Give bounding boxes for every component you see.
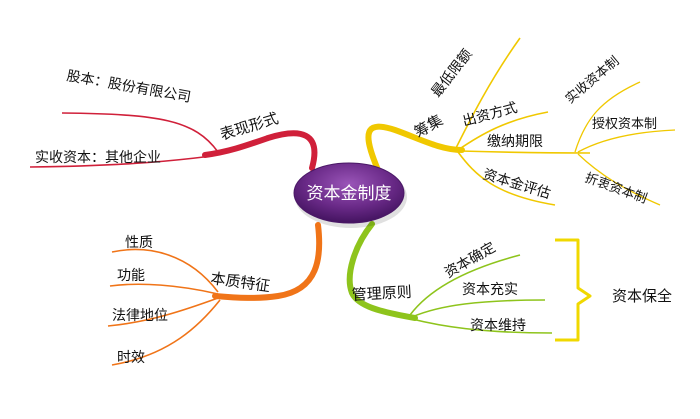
form-item-paid-in: 实收资本：其他企业 — [35, 149, 161, 166]
principle-summary-brace — [555, 238, 592, 342]
branch-form-link-1 — [61, 112, 219, 153]
principle-item-determine: 资本确定 — [442, 240, 498, 282]
form-item-shares: 股本：股份有限公司 — [65, 68, 192, 106]
principle-item-maintain: 资本维持 — [470, 318, 526, 334]
branch-nature-trunk — [212, 222, 323, 301]
nature-item-legal-status: 法律地位 — [112, 308, 168, 324]
nature-link-1 — [111, 248, 219, 293]
branch-form-link-2 — [29, 155, 213, 168]
principle-link-3 — [411, 318, 553, 334]
payment-item-authorized-system: 授权资本制 — [592, 116, 657, 132]
center-node: 资本金制度 — [293, 162, 407, 228]
principle-summary-label: 资本保全 — [612, 287, 672, 305]
center-node-label: 资本金制度 — [307, 184, 392, 204]
nature-link-4 — [111, 299, 221, 366]
branch-principle: 管理原则 资本确定 资本充实 资本维持 资本保全 — [346, 221, 672, 342]
payment-link-3 — [577, 153, 661, 206]
payment-item-paid-in-system: 实收资本制 — [563, 54, 622, 107]
raise-item-payment: 缴纳期限 — [487, 134, 543, 150]
branch-raise-label: 筹集 — [411, 111, 446, 142]
branch-principle-trunk — [346, 221, 418, 321]
raise-link-method — [457, 111, 549, 151]
raise-link-minimum — [454, 37, 521, 151]
branch-raise-trunk — [365, 123, 465, 173]
nature-item-function: 功能 — [117, 268, 145, 284]
nature-link-2 — [109, 283, 219, 295]
payment-link-2 — [577, 129, 676, 153]
raise-link-evaluation — [457, 151, 556, 206]
raise-item-evaluation: 资本金评估 — [481, 167, 553, 203]
principle-link-2 — [411, 299, 546, 318]
branch-form: 表现形式 股本：股份有限公司 实收资本：其他企业 — [29, 68, 318, 171]
branch-nature-label: 本质特征 — [209, 269, 271, 295]
payment-item-compromise-system: 折衷资本制 — [583, 170, 650, 207]
branch-nature: 本质特征 性质 功能 法律地位 时效 — [107, 222, 323, 366]
principle-item-adequacy: 资本充实 — [462, 282, 518, 298]
branch-principle-label: 管理原则 — [351, 283, 412, 304]
nature-item-character: 性质 — [125, 235, 153, 251]
branch-form-trunk — [202, 130, 318, 171]
raise-link-payment — [459, 150, 591, 154]
payment-link-1 — [574, 81, 641, 153]
principle-link-1 — [409, 254, 521, 316]
branch-raise: 筹集 最低限额 出资方式 缴纳期限 资本金评估 实收资本制 授权资本制 折衷资本… — [365, 37, 676, 207]
nature-item-timeliness: 时效 — [117, 350, 145, 366]
nature-link-3 — [107, 297, 219, 327]
raise-item-method: 出资方式 — [461, 100, 519, 130]
raise-item-minimum: 最低限额 — [429, 46, 476, 100]
center-node-shape — [293, 162, 405, 224]
